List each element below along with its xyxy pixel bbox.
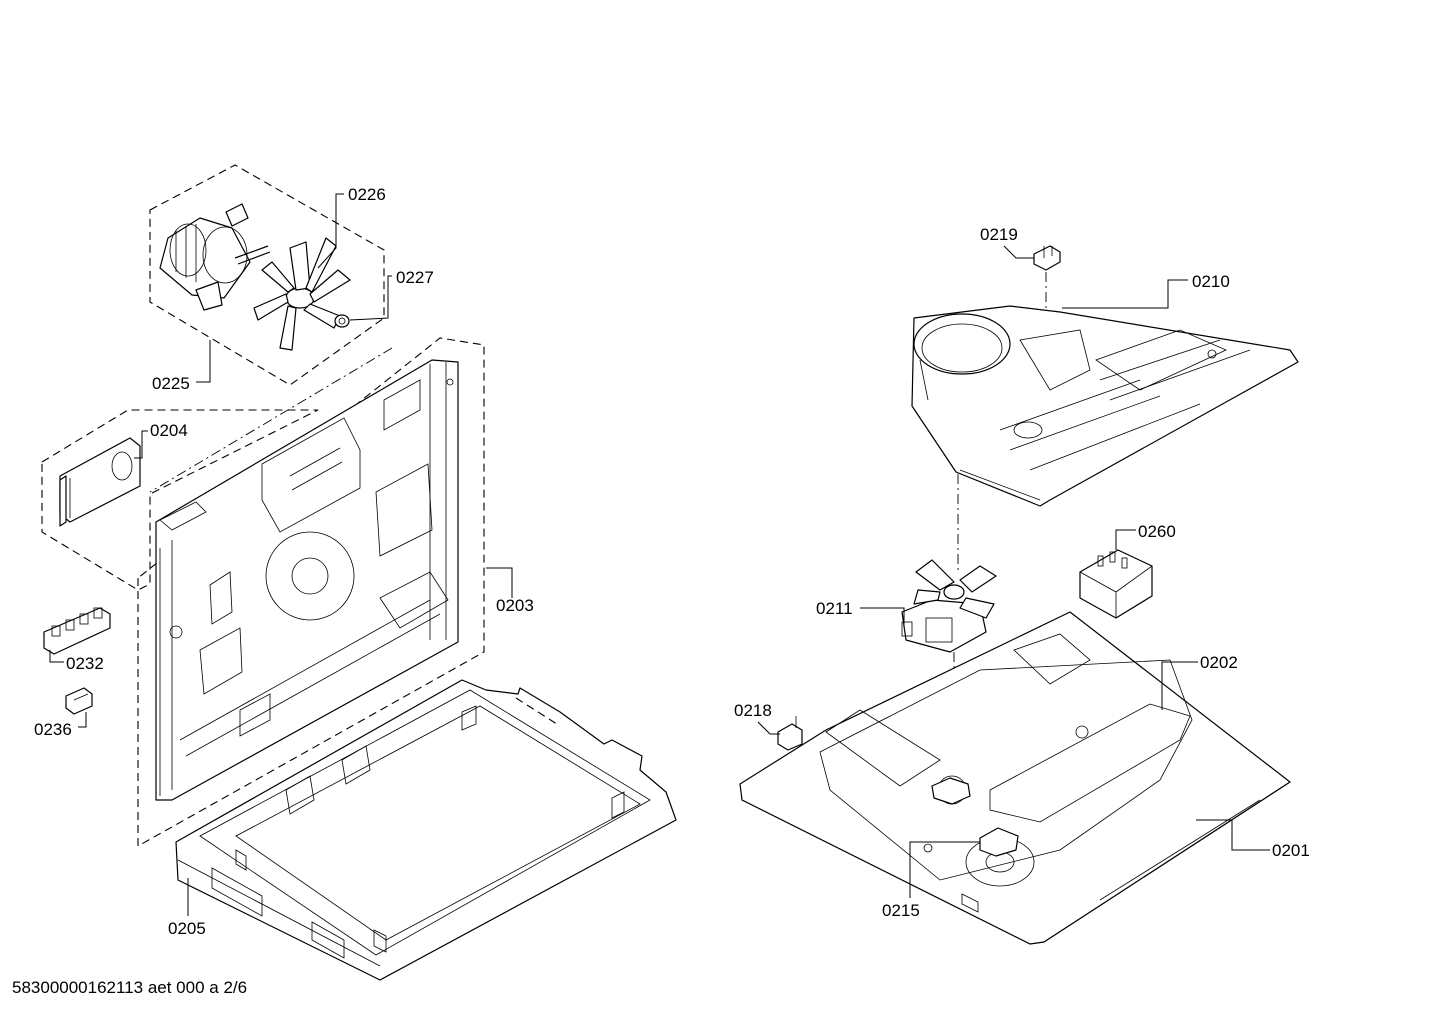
leader-0210 [1062, 279, 1188, 309]
leader-0260 [1115, 529, 1136, 550]
callout-0211: 0211 [816, 599, 853, 618]
leader-0227 [349, 275, 392, 321]
document-id-label: 58300000162113 aet 000 a 2/6 [12, 978, 248, 997]
leader-0204 [134, 430, 148, 459]
leader-0215 [909, 841, 980, 898]
callout-0203: 0203 [496, 596, 534, 615]
leader-0232 [49, 650, 64, 663]
group-box-0204 [41, 409, 319, 591]
leader-0236 [78, 712, 87, 728]
leader-0225 [196, 340, 211, 383]
fan-holder-part [931, 777, 1019, 857]
callout-0260: 0260 [1138, 522, 1176, 541]
bracket-part-0218 [777, 716, 803, 751]
callout-0236: 0236 [34, 720, 72, 739]
callout-0201: 0201 [1272, 841, 1310, 860]
callout-0204: 0204 [150, 421, 188, 440]
leader-0211 [860, 607, 905, 626]
leader-0219 [1003, 245, 1034, 259]
callout-0219: 0219 [980, 225, 1018, 244]
fan-motor-part [159, 203, 271, 311]
fan-blade-part [253, 237, 351, 351]
callout-0218: 0218 [734, 701, 772, 720]
callout-0227: 0227 [396, 268, 434, 287]
leader-0201 [1196, 819, 1270, 851]
group-box-0225 [149, 164, 385, 386]
air-duct-part [911, 305, 1299, 507]
callout-0202: 0202 [1200, 653, 1238, 672]
rear-panel-part [155, 359, 459, 801]
connector-part [65, 687, 93, 715]
leader-0226 [317, 193, 344, 269]
leader-0202 [1161, 661, 1198, 710]
cover-part-0204 [59, 437, 141, 527]
fan-nut-part [334, 314, 350, 328]
connector-panel-to-tray [515, 697, 561, 727]
connector-fan-to-panel [149, 347, 393, 493]
base-tray-part [175, 679, 677, 981]
transformer-part [1079, 549, 1153, 619]
callout-0210: 0210 [1192, 272, 1230, 291]
terminal-block-part [43, 607, 111, 655]
group-box-0203 [137, 337, 485, 847]
callout-0215: 0215 [882, 901, 920, 920]
sensor-part-0219 [1033, 245, 1061, 271]
callout-0205: 0205 [168, 919, 206, 938]
callout-0232: 0232 [66, 654, 104, 673]
cooling-fan-part [901, 559, 997, 653]
callout-0225: 0225 [152, 374, 190, 393]
leader-0203 [486, 567, 513, 598]
leader-0218 [757, 721, 780, 735]
callout-0226: 0226 [348, 185, 386, 204]
